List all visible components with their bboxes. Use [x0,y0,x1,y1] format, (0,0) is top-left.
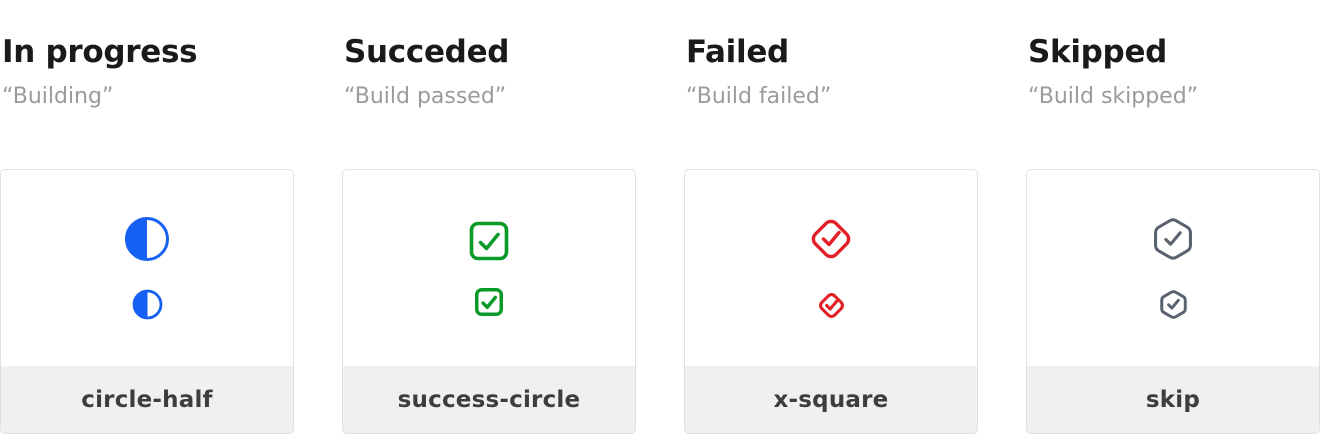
column-header: In progress “Building” [0,0,294,169]
status-column-in-progress: In progress “Building” [0,0,294,434]
icon-preview-area [1,170,293,366]
skip-icon-large [1150,216,1196,262]
success-circle-icon-small [475,287,503,316]
status-title: Failed [686,34,789,70]
icon-preview-area [1027,170,1319,366]
icon-card-success-circle: success-circle [342,169,636,434]
icon-card-circle-half: circle-half [0,169,294,434]
icon-preview-area [685,170,977,366]
icon-name-label: success-circle [343,366,635,433]
status-column-failed: Failed “Build failed” [684,0,978,434]
icon-name-label: circle-half [1,366,293,433]
icon-name-label: x-square [685,366,977,433]
status-title: In progress [2,34,198,70]
x-square-icon-large [807,215,855,263]
success-circle-icon-large [469,221,509,261]
status-column-succeeded: Succeded “Build passed” [342,0,636,434]
icon-card-skip: skip [1026,169,1320,434]
status-title: Succeded [344,34,510,70]
status-subtitle: “Build failed” [686,84,832,110]
circle-half-icon-small [132,289,163,320]
x-square-icon-small [816,290,847,321]
icon-card-x-square: x-square [684,169,978,434]
column-header: Skipped “Build skipped” [1026,0,1320,169]
status-subtitle: “Build skipped” [1028,84,1199,110]
status-subtitle: “Building” [2,84,114,110]
status-column-skipped: Skipped “Build skipped” [1026,0,1320,434]
status-subtitle: “Build passed” [344,84,507,110]
icon-name-label: skip [1027,366,1319,433]
column-header: Failed “Build failed” [684,0,978,169]
skip-icon-small [1158,289,1189,320]
circle-half-icon-large [124,216,170,262]
status-title: Skipped [1028,34,1168,70]
column-header: Succeded “Build passed” [342,0,636,169]
icon-preview-area [343,170,635,366]
